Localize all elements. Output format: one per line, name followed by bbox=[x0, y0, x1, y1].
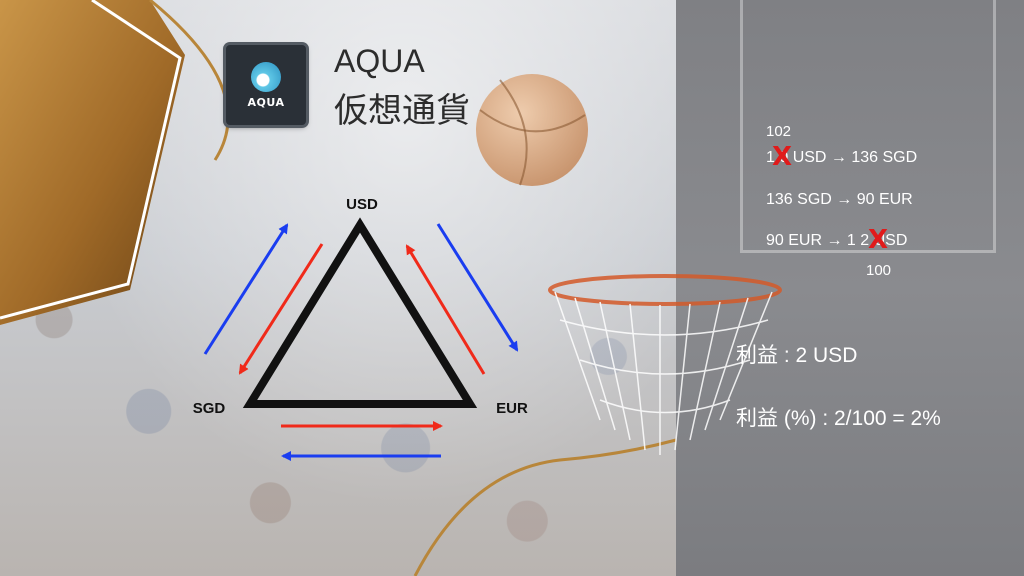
gold-outline bbox=[149, 0, 230, 161]
arrow-eur-to-usd bbox=[405, 244, 486, 375]
arrow-usd-to-sgd bbox=[238, 243, 324, 375]
basketball-backboard bbox=[740, 0, 996, 253]
calc-line-eur-to-usd: 90 EUR → 1 2 USD bbox=[766, 232, 908, 249]
correction-note-100: 100 bbox=[866, 262, 892, 279]
calc-line-sgd-to-eur: 136 SGD → 90 EUR bbox=[766, 191, 913, 208]
slide-title: AQUA bbox=[334, 43, 425, 79]
profit-percentage: 利益 (%) : 2/100 = 2% bbox=[736, 407, 941, 430]
white-outline bbox=[0, 0, 182, 320]
logo-text: AQUA bbox=[247, 95, 285, 109]
basketball bbox=[476, 74, 588, 186]
strike-mark-2: X bbox=[868, 225, 889, 255]
profit-amount: 利益 : 2 USD bbox=[736, 344, 858, 367]
node-sgd: SGD bbox=[193, 400, 226, 417]
water-drop-icon bbox=[251, 61, 281, 92]
calc-line-usd-to-sgd: 1 0 USD → 136 SGD bbox=[766, 149, 918, 166]
aqua-logo: AQUA bbox=[226, 45, 306, 125]
correction-note-102: 102 bbox=[766, 123, 792, 140]
node-usd: USD bbox=[346, 196, 378, 213]
arbitrage-triangle-diagram: USD SGD EUR bbox=[193, 196, 528, 461]
arrow-sgd-to-usd bbox=[203, 223, 289, 355]
currency-triangle bbox=[242, 217, 478, 408]
slide-subtitle: 仮想通貨 bbox=[334, 91, 470, 131]
translucent-side-panel bbox=[676, 0, 1024, 576]
gold-curve-bottom bbox=[413, 438, 677, 576]
basketball-net bbox=[548, 274, 782, 455]
strike-mark-1: X bbox=[772, 142, 793, 172]
node-eur: EUR bbox=[496, 400, 528, 417]
arrow-usd-to-eur bbox=[436, 223, 519, 352]
